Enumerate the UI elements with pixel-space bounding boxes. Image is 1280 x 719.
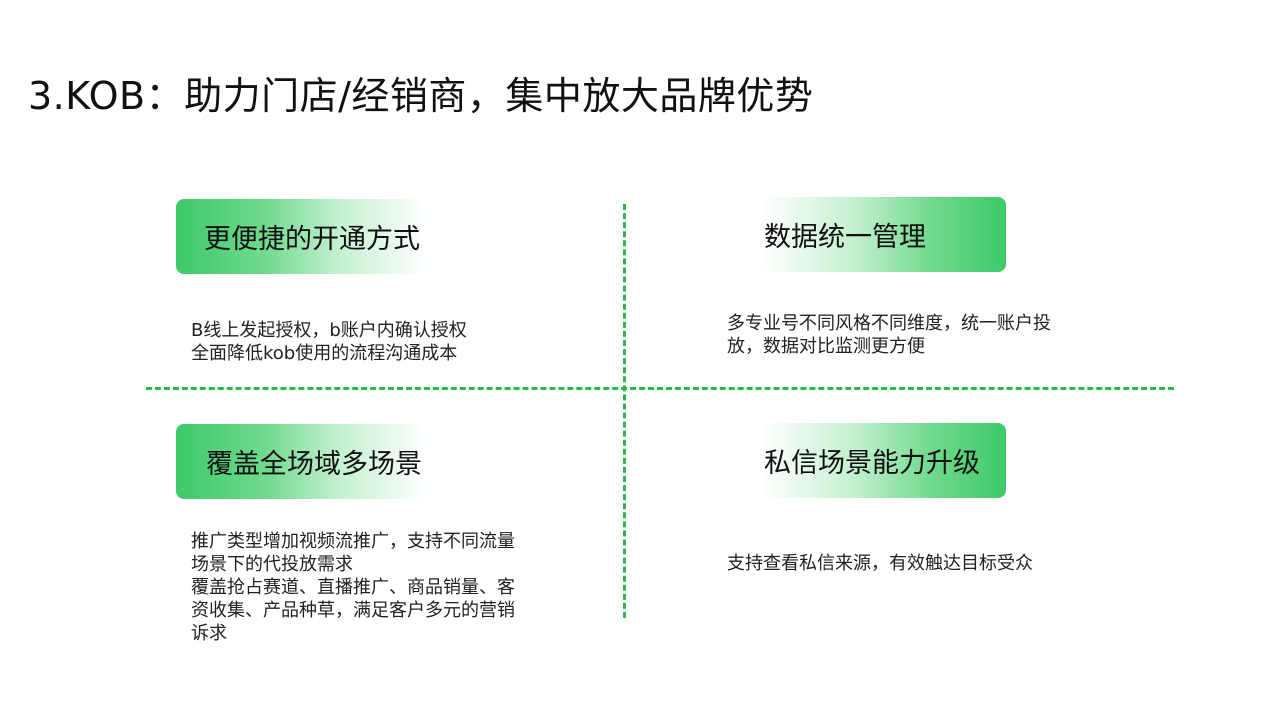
quadrant-description-convenient-activation: B线上发起授权，b账户内确认授权 全面降低kob使用的流程沟通成本 [191, 319, 467, 365]
description-line: 资收集、产品种草，满足客户多元的营销 [191, 600, 515, 621]
quadrant-description-data-management: 多专业号不同风格不同维度，统一账户投 放，数据对比监测更方便 [727, 312, 1051, 358]
quadrant-heading-data-management: 数据统一管理 [762, 197, 1006, 272]
description-line: 放，数据对比监测更方便 [727, 336, 925, 357]
heading-text: 更便捷的开通方式 [204, 224, 420, 255]
description-line: B线上发起授权，b账户内确认授权 [191, 320, 467, 341]
quadrant-heading-full-coverage: 覆盖全场域多场景 [176, 424, 426, 499]
heading-text: 覆盖全场域多场景 [206, 449, 422, 480]
description-line: 推广类型增加视频流推广，支持不同流量 [191, 531, 515, 552]
description-line: 支持查看私信来源，有效触达目标受众 [727, 553, 1033, 574]
quadrant-description-private-message-upgrade: 支持查看私信来源，有效触达目标受众 [727, 552, 1033, 575]
vertical-divider [623, 204, 626, 618]
heading-text: 数据统一管理 [764, 222, 926, 253]
quadrant-description-full-coverage: 推广类型增加视频流推广，支持不同流量 场景下的代投放需求 覆盖抢占赛道、直播推广… [191, 530, 515, 645]
heading-text: 私信场景能力升级 [764, 448, 980, 479]
quadrant-heading-convenient-activation: 更便捷的开通方式 [176, 199, 426, 274]
quadrant-heading-private-message-upgrade: 私信场景能力升级 [762, 423, 1006, 498]
horizontal-divider [146, 387, 1174, 390]
slide-title: 3.KOB：助力门店/经销商，集中放大品牌优势 [28, 74, 814, 118]
description-line: 场景下的代投放需求 [191, 554, 353, 575]
description-line: 多专业号不同风格不同维度，统一账户投 [727, 313, 1051, 334]
description-line: 全面降低kob使用的流程沟通成本 [191, 343, 458, 364]
description-line: 覆盖抢占赛道、直播推广、商品销量、客 [191, 577, 515, 598]
description-line: 诉求 [191, 623, 227, 644]
